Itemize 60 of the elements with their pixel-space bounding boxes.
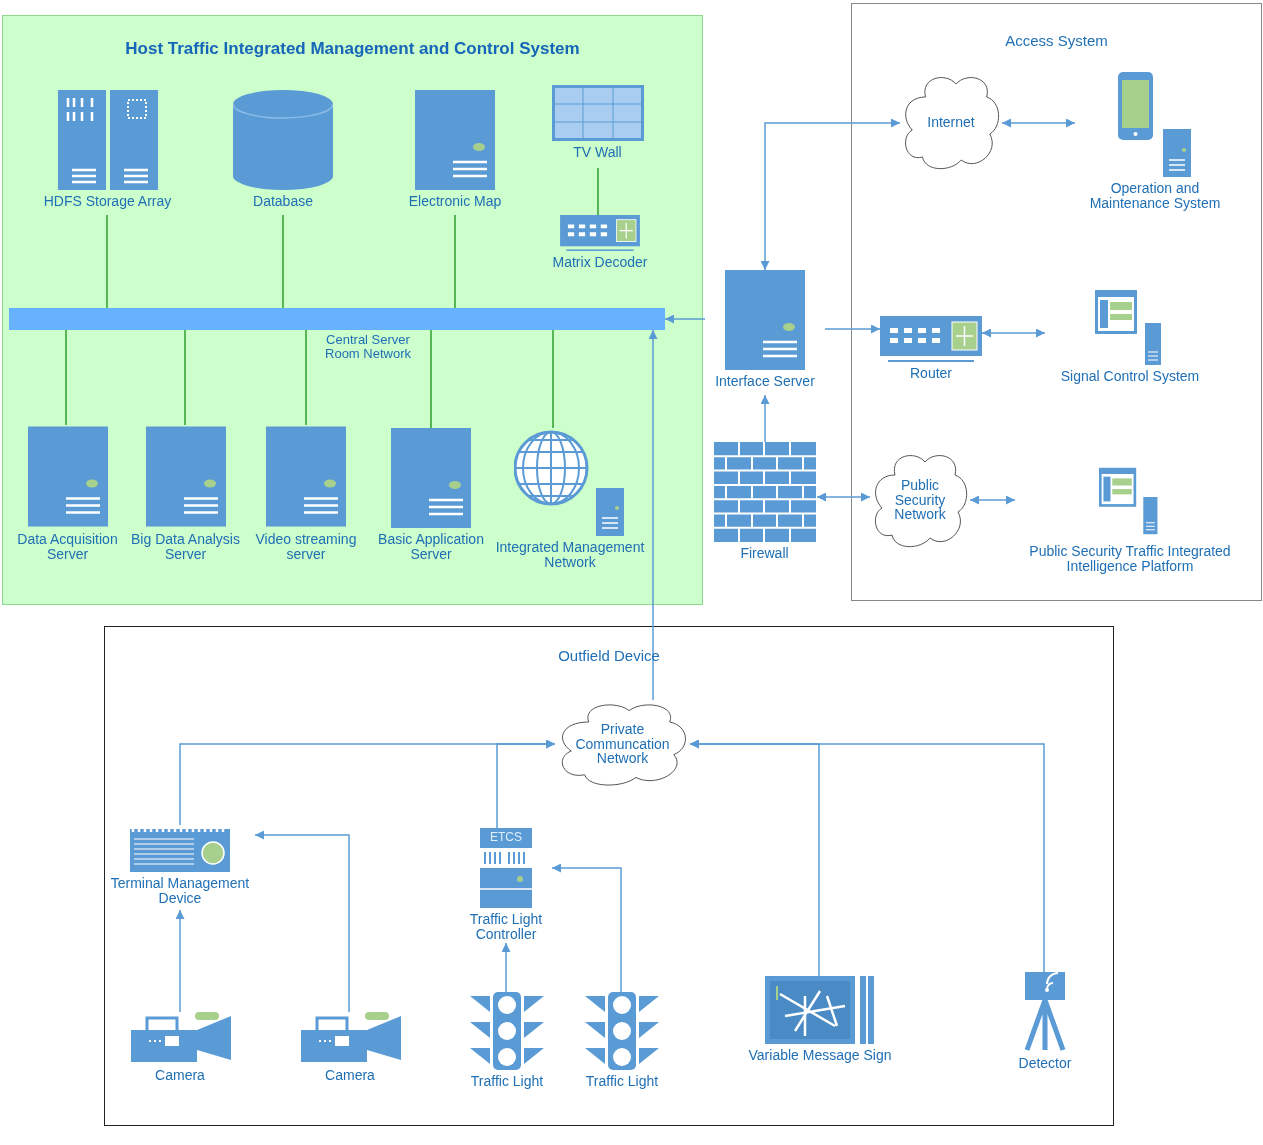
connector-line [430, 329, 432, 429]
panel-title: Host Traffic Integrated Management and Control System [124, 39, 581, 59]
connector-arrow [501, 942, 511, 993]
node-label: Big Data Analysis Server [130, 532, 241, 562]
node-label: Variable Message Sign [748, 1048, 892, 1063]
connector-line [305, 329, 307, 426]
node-label: Signal Control System [1060, 369, 1200, 384]
network-label: Central Server Room Network [324, 333, 412, 362]
node-label: Basic Application Server [377, 532, 485, 562]
node-label: Traffic Light Controller [468, 912, 544, 942]
connector-line [184, 329, 186, 426]
node-label: Integrated Management Network [495, 540, 645, 570]
connector-arrow [1001, 118, 1076, 128]
node-label: Camera [155, 1068, 205, 1083]
connector-arrow [175, 909, 185, 1013]
node-label: Private Communcation Network [574, 721, 671, 767]
connector-arrow [760, 394, 770, 443]
node-label: Public Security Traffic Integrated Intelligence Platform [1028, 544, 1232, 574]
node-label: Data Acquisition Server [16, 532, 119, 562]
connector-arrow [689, 739, 1045, 973]
connector-arrow [664, 314, 706, 324]
connector-arrow [551, 863, 622, 993]
node-label: Traffic Light [585, 1074, 659, 1089]
node-label: Video streaming server [254, 532, 358, 562]
panel-title: Outfield Device [557, 647, 661, 664]
connector-line [106, 214, 108, 309]
connector-line [454, 214, 456, 309]
node-label: Firewall [740, 546, 789, 561]
system-panel [851, 3, 1262, 601]
node-label: Interface Server [715, 374, 815, 389]
connector-arrow [969, 495, 1016, 505]
node-label: Router [910, 366, 952, 381]
network-bar [9, 308, 665, 330]
connector-line [597, 167, 599, 216]
node-label: Traffic Light [470, 1074, 544, 1089]
connector-line [282, 214, 284, 309]
node-label: Operation and Maintenance System [1088, 181, 1222, 211]
panel-title: Access System [1004, 32, 1109, 49]
node-label: TV Wall [573, 145, 622, 160]
connector-arrow [760, 118, 901, 271]
system-panel [2, 15, 703, 605]
connector-arrow [981, 328, 1046, 338]
node-label: Detector [1018, 1056, 1072, 1071]
node-label: HDFS Storage Array [43, 194, 172, 209]
connector-arrow [824, 324, 881, 334]
node-label: Public Security Network [893, 477, 947, 523]
node-label: Electronic Map [408, 194, 502, 209]
system-panel [104, 626, 1114, 1126]
node-label: Internet [926, 114, 976, 130]
connector-arrow [648, 329, 658, 701]
node-label: Database [253, 194, 313, 209]
node-label: Camera [325, 1068, 375, 1083]
connector-arrow [496, 739, 556, 829]
connector-arrow [816, 492, 871, 502]
node-label: Matrix Decoder [552, 255, 648, 270]
connector-line [552, 329, 554, 429]
connector-arrow [254, 830, 350, 1013]
node-label: Terminal Management Device [109, 876, 251, 906]
connector-line [65, 329, 67, 426]
device-tag: ETCS [460, 830, 552, 844]
